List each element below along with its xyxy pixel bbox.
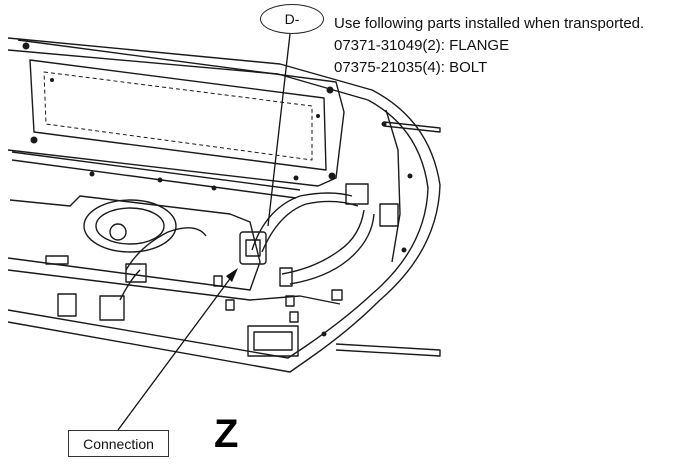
mount-block-face (253, 331, 293, 351)
bolt-part-line: 07375-21035(4): BOLT (334, 59, 488, 76)
lower-rail (335, 343, 441, 357)
callout-leader-line (117, 275, 233, 431)
mount-block (247, 325, 299, 357)
side-bracket (385, 109, 401, 263)
tab (225, 299, 235, 311)
connector-block (279, 267, 293, 287)
tab (289, 311, 299, 323)
reference-leader-line (267, 33, 291, 227)
transport-note-line-1: Use following parts installed when trans… (334, 15, 645, 32)
connector-block (345, 183, 369, 205)
harness-cable (261, 200, 359, 253)
frame-outline (7, 37, 441, 373)
connection-callout-box: Connection (68, 430, 169, 457)
harness-cable (125, 227, 207, 271)
round-port-inner (95, 207, 165, 245)
reference-bubble: D- (260, 4, 324, 34)
round-port-hub (109, 223, 127, 241)
upper-panel-window (43, 71, 313, 161)
harness-cable (289, 213, 375, 285)
round-port (83, 199, 177, 253)
leader-arrowhead (226, 268, 238, 282)
harness-cable (281, 209, 365, 275)
frame-outline-inner (7, 49, 429, 359)
connector-block (379, 203, 399, 227)
tab (45, 255, 69, 265)
connector-block (57, 293, 77, 317)
harness-cable (251, 192, 353, 251)
connector-block (245, 239, 261, 257)
connector-block (99, 295, 125, 321)
connector-block (239, 231, 267, 265)
upper-panel (7, 39, 345, 187)
tab (285, 295, 295, 307)
connection-label: Connection (83, 435, 154, 452)
reference-label: D- (284, 11, 300, 27)
cross-member (7, 195, 261, 291)
upper-panel-inner (29, 59, 327, 171)
upper-panel-rib (11, 151, 301, 199)
view-letter: Z (214, 412, 239, 456)
connector-block (125, 263, 147, 283)
tab (331, 289, 343, 301)
tab (213, 275, 223, 287)
flange-part-line: 07371-31049(2): FLANGE (334, 37, 510, 54)
bolt-holes (22, 42, 413, 337)
